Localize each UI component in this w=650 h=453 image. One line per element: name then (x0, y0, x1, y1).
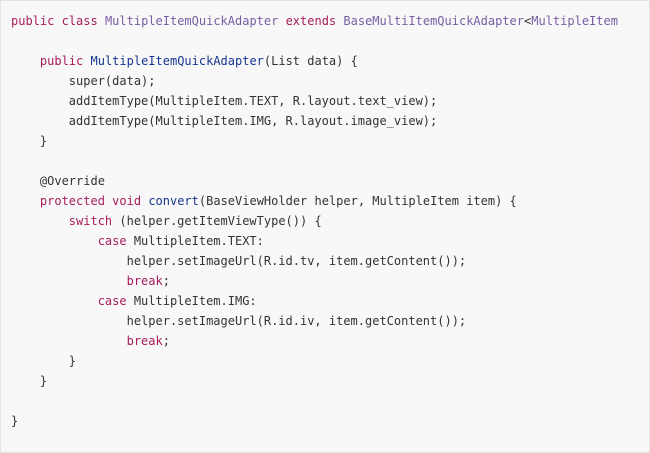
code-token: public (39, 54, 84, 68)
code-indent (11, 94, 69, 108)
code-token: < (524, 14, 532, 28)
code-indent (11, 334, 127, 348)
code-token: ) { (495, 194, 517, 208)
code-token: void (112, 194, 142, 208)
code-line: } (11, 411, 618, 431)
code-token: BaseMultiItemQuickAdapter (343, 14, 525, 28)
code-token: helper.setImageUrl(R.id.tv, item.getCont… (126, 254, 467, 268)
code-token: class (61, 14, 98, 28)
code-token: } (39, 134, 48, 148)
code-line (11, 391, 618, 411)
code-token: convert (148, 194, 199, 208)
code-token: ) { (336, 54, 358, 68)
code-token: ( (198, 194, 207, 208)
code-indent (11, 254, 127, 268)
code-line: public class MultipleItemQuickAdapter ex… (11, 11, 618, 31)
code-indent (11, 294, 98, 308)
code-token: @Override (39, 174, 105, 188)
code-line: @Override (11, 171, 618, 191)
code-token: addItemType(MultipleItem.TEXT, R.layout.… (68, 94, 438, 108)
code-token (278, 14, 285, 28)
code-token: helper.setImageUrl(R.id.iv, item.getCont… (126, 314, 467, 328)
code-token: case (97, 234, 127, 248)
code-token: MultipleItemQuickAdapter (104, 14, 279, 28)
code-indent (11, 274, 127, 288)
code-token: MultipleItem.IMG: (126, 294, 257, 308)
code-token: MultipleItemQuickAdapter (90, 54, 264, 68)
code-token: } (39, 374, 48, 388)
code-line: helper.setImageUrl(R.id.iv, item.getCont… (11, 311, 618, 331)
code-token: } (11, 414, 19, 428)
code-token: protected (39, 194, 105, 208)
code-token: break (126, 274, 163, 288)
code-token: public (11, 14, 55, 28)
code-token: case (97, 294, 127, 308)
code-line: } (11, 351, 618, 371)
code-token: ( (263, 54, 272, 68)
code-indent (11, 134, 40, 148)
code-token: MultipleItem.TEXT: (126, 234, 264, 248)
code-token: BaseViewHolder helper, MultipleItem item (206, 194, 496, 208)
code-line: } (11, 131, 618, 151)
code-line: super(data); (11, 71, 618, 91)
code-token: super(data); (68, 74, 156, 88)
code-indent (11, 194, 40, 208)
code-token: List data (271, 54, 337, 68)
code-token: ; (162, 274, 170, 288)
code-indent (11, 234, 98, 248)
code-line: addItemType(MultipleItem.IMG, R.layout.i… (11, 111, 618, 131)
code-line: case MultipleItem.IMG: (11, 291, 618, 311)
code-token (54, 14, 61, 28)
code-line: protected void convert(BaseViewHolder he… (11, 191, 618, 211)
code-line: switch (helper.getItemViewType()) { (11, 211, 618, 231)
code-indent (11, 74, 69, 88)
code-line: addItemType(MultipleItem.TEXT, R.layout.… (11, 91, 618, 111)
code-indent (11, 354, 69, 368)
code-line: } (11, 371, 618, 391)
code-block: public class MultipleItemQuickAdapter ex… (11, 11, 618, 431)
code-line: break; (11, 331, 618, 351)
code-line: public MultipleItemQuickAdapter(List dat… (11, 51, 618, 71)
code-token: (helper.getItemViewType()) { (112, 214, 322, 228)
code-token (83, 54, 90, 68)
code-line: helper.setImageUrl(R.id.tv, item.getCont… (11, 251, 618, 271)
code-indent (11, 314, 127, 328)
code-token (98, 14, 105, 28)
code-token: break (126, 334, 163, 348)
code-indent (11, 174, 40, 188)
code-token: ; (162, 334, 170, 348)
code-line: case MultipleItem.TEXT: (11, 231, 618, 251)
code-token: } (68, 354, 77, 368)
code-indent (11, 214, 69, 228)
code-line (11, 151, 618, 171)
code-token: switch (68, 214, 113, 228)
code-token: MultipleItem (531, 14, 618, 28)
code-indent (11, 374, 40, 388)
code-indent (11, 54, 40, 68)
code-token: extends (285, 14, 337, 28)
code-indent (11, 114, 69, 128)
code-token: addItemType(MultipleItem.IMG, R.layout.i… (68, 114, 438, 128)
code-line (11, 31, 618, 51)
code-line: break; (11, 271, 618, 291)
